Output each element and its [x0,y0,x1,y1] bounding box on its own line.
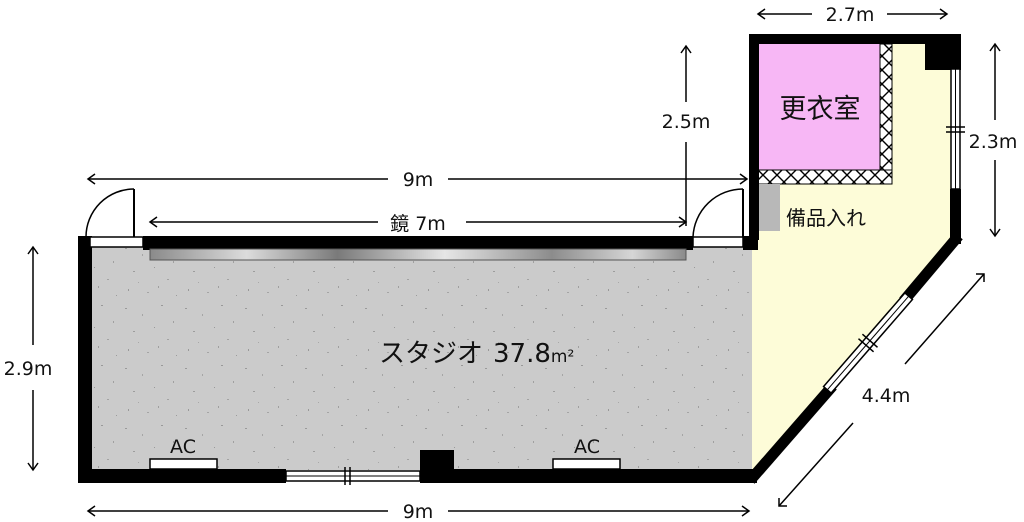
dressing-room [758,44,880,170]
dim-annex-wall-height: 2.5m [662,111,711,133]
window-diagonal [822,291,914,395]
door-right [692,188,744,248]
diagonal-wall [746,232,963,484]
dim-upper-width: 9m [403,169,434,191]
walls [78,34,961,483]
dim-left-height: 2.9m [4,358,53,380]
window-right [946,68,965,190]
dim-diagonal-length: 4.4m [862,385,911,407]
storage-label: 備品入れ [786,206,866,230]
storage [758,184,780,231]
ac-right-label: AC [574,436,600,458]
studio-floor [80,243,752,470]
dim-right-upper-height: 2.3m [969,131,1018,153]
dimension-lines [27,8,1001,517]
dim-mirror-width: 鏡 7m [390,213,446,235]
dressing-room-partition-right [879,43,893,185]
dressing-room-label: 更衣室 [780,94,861,125]
studio-label: スタジオ 37.8m² [379,339,574,369]
dim-bottom-width: 9m [403,501,434,522]
dim-annex-width: 2.7m [826,4,875,26]
studio-area: 37.8 [493,339,551,369]
ac-unit-right: AC [552,436,621,470]
studio-area-unit: m² [551,347,574,367]
dressing-room-partition-bottom [757,169,893,185]
ac-left-label: AC [170,436,196,458]
mirror [149,248,687,261]
window-bottom [285,467,421,485]
ac-unit-left: AC [149,436,218,470]
studio-name: スタジオ [379,339,483,369]
door-left [85,188,144,248]
